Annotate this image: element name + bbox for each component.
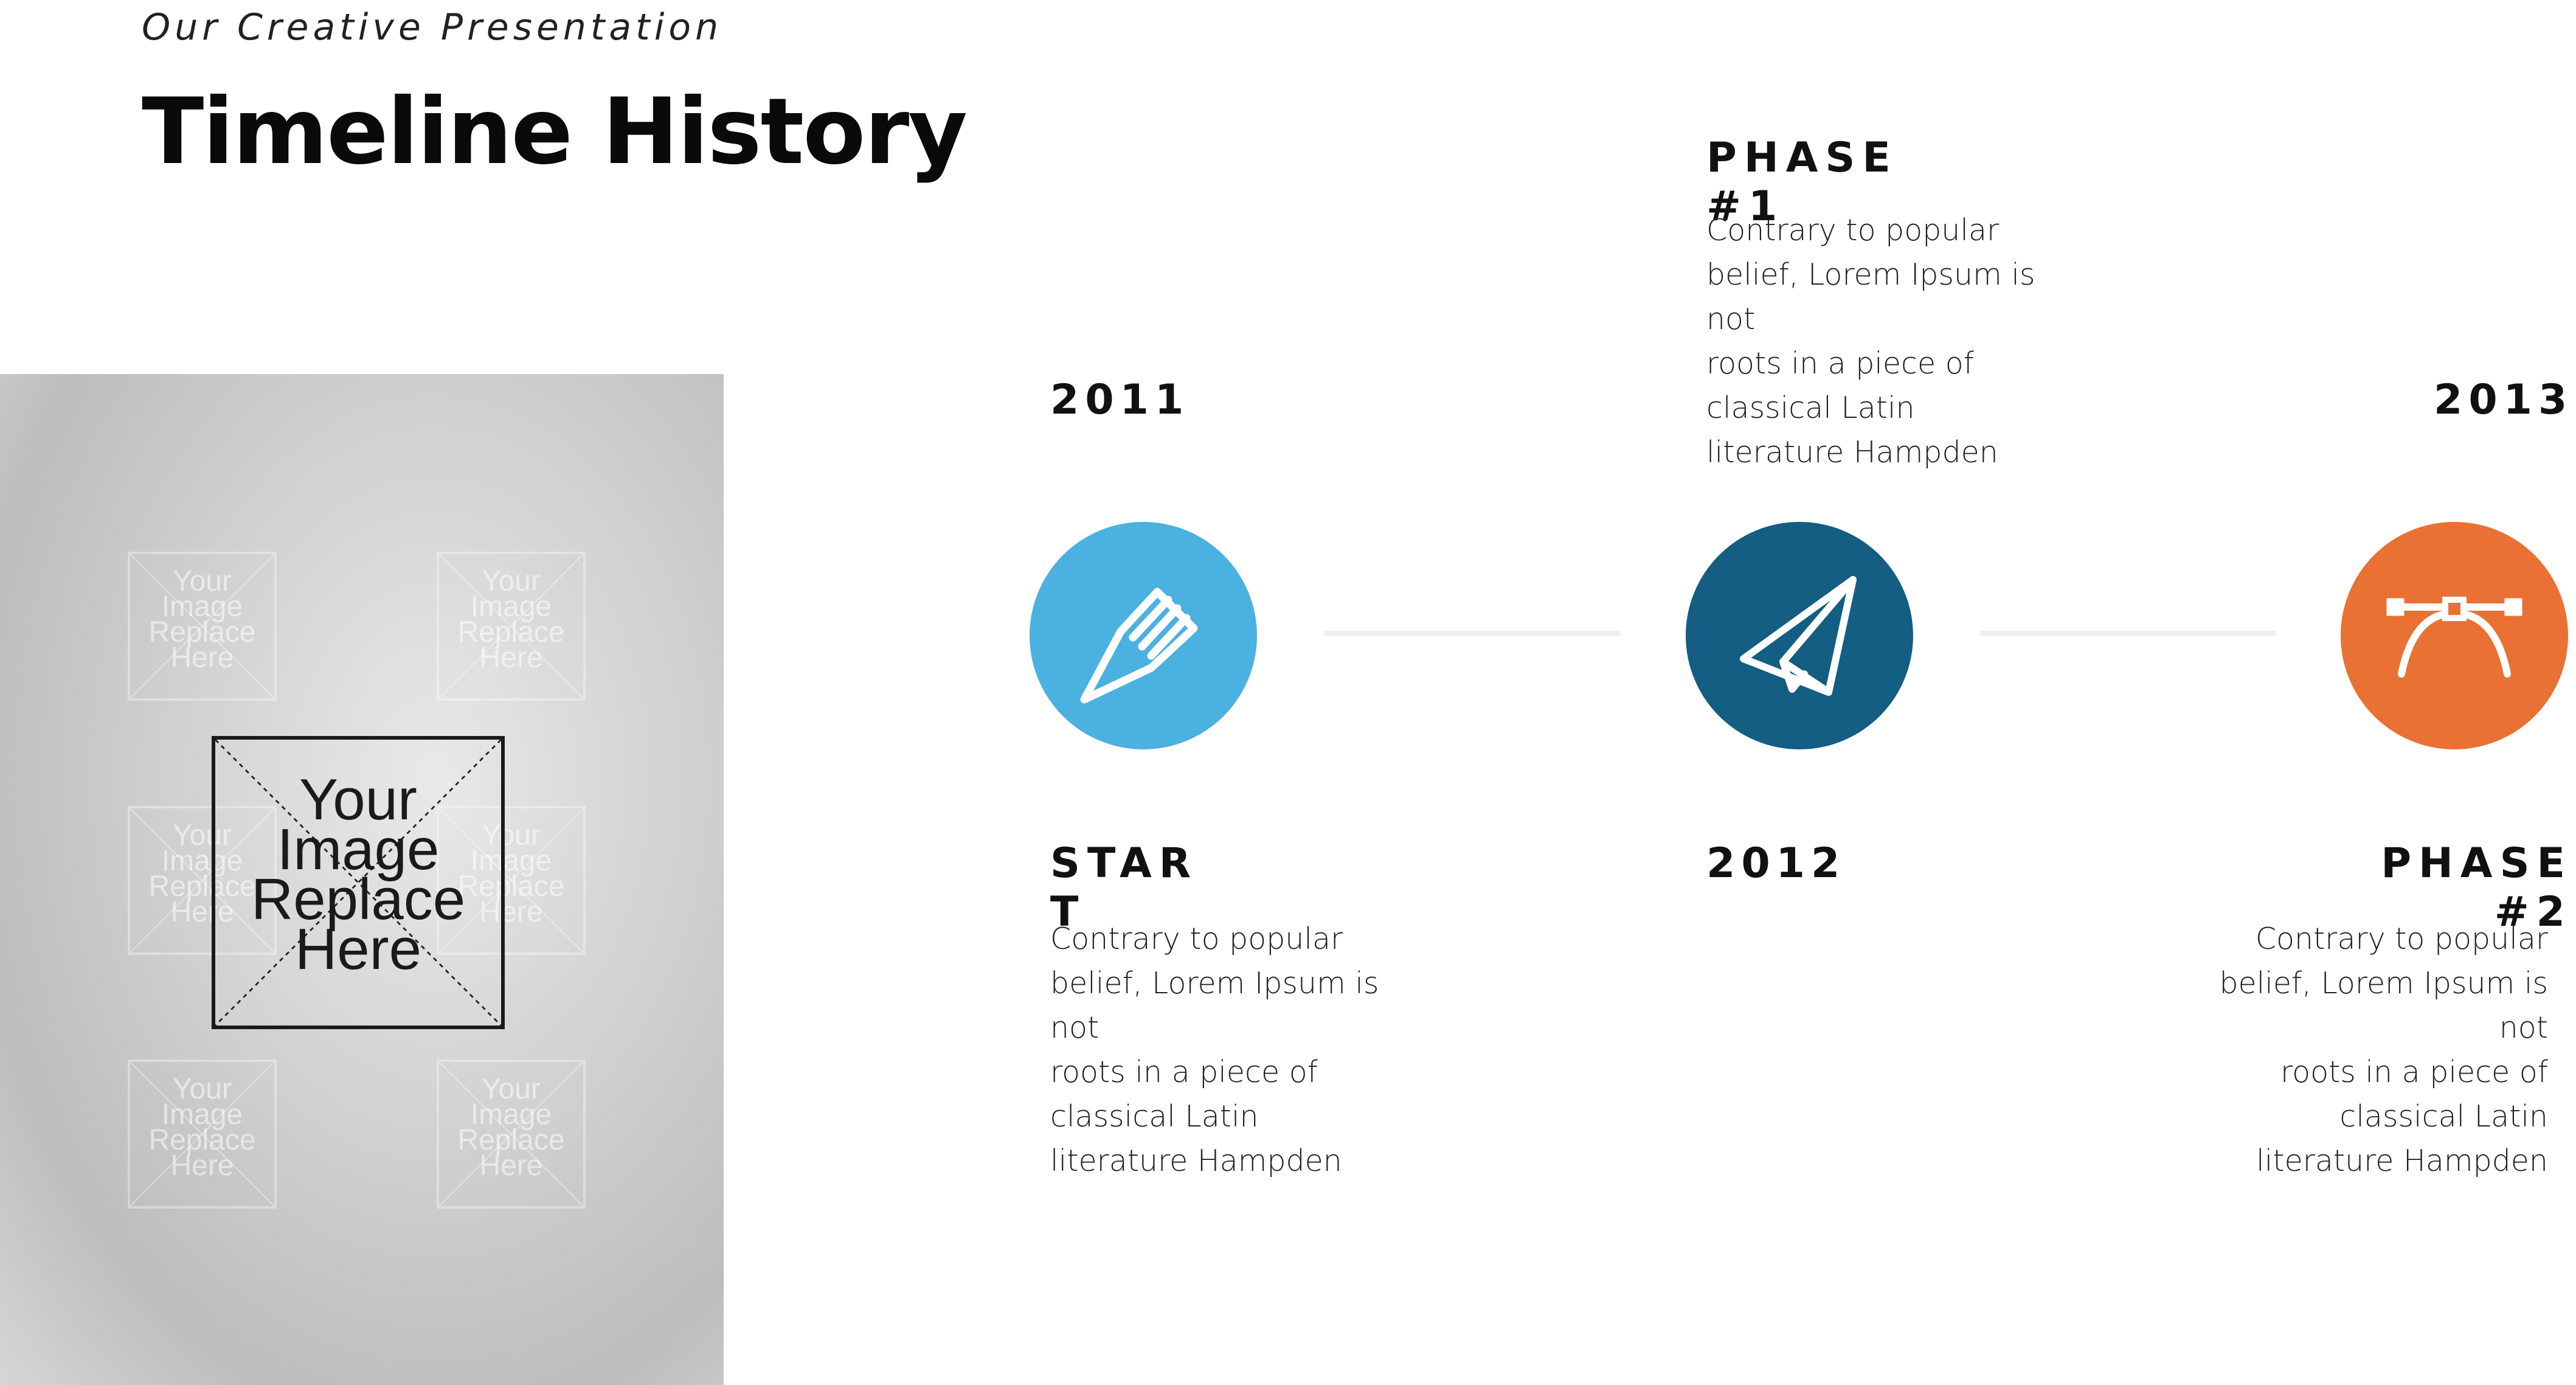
- timeline-connector: [1324, 631, 1621, 636]
- timeline-year-phase2: 2013: [2434, 376, 2574, 424]
- paper-plane-icon: [1740, 576, 1857, 696]
- presentation-subtitle: Our Creative Presentation: [142, 6, 723, 49]
- page-title: Timeline History: [142, 79, 968, 185]
- timeline-heading-start: STAR T: [1050, 839, 1199, 936]
- timeline-year-phase1: 2012: [1706, 839, 1846, 887]
- timeline-year-start: 2011: [1050, 376, 1190, 424]
- timeline-circle-phase2: [2341, 522, 2568, 749]
- pencil-icon: [1080, 588, 1198, 704]
- timeline-description-phase1: Contrary to popular belief, Lorem Ipsum …: [1706, 213, 2035, 470]
- bezier-curve-icon: [2386, 597, 2522, 678]
- timeline-heading-phase1: PHASE #1: [1706, 134, 1898, 231]
- timeline-circle-start: [1030, 522, 1257, 749]
- timeline-description-phase2: Contrary to popular belief, Lorem Ipsum …: [2219, 922, 2548, 1178]
- timeline-heading-phase2: PHASE #2: [2381, 839, 2572, 936]
- timeline-circle-phase1: [1686, 522, 1913, 749]
- timeline-description-start: Contrary to popular belief, Lorem Ipsum …: [1050, 922, 1379, 1178]
- timeline-connector: [1980, 631, 2276, 636]
